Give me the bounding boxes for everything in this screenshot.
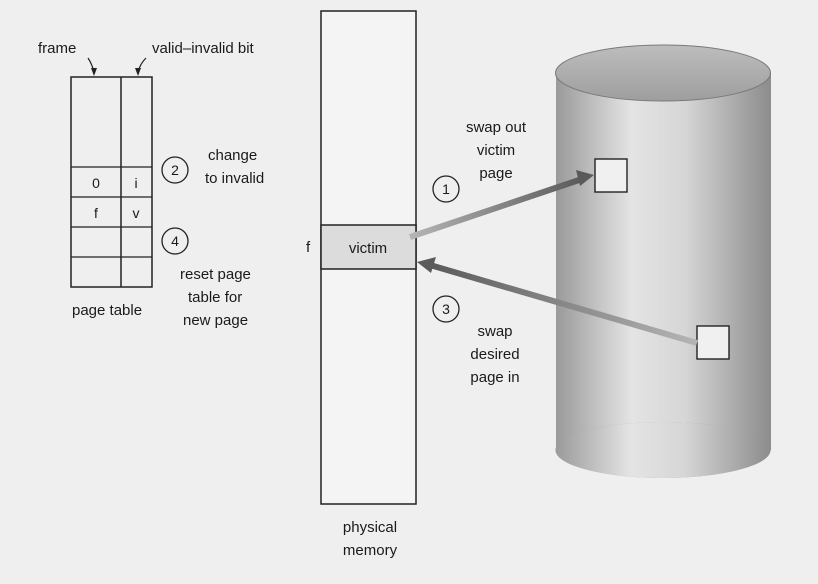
step-4-text: reset page <box>180 266 251 283</box>
frame-pointer-head <box>91 68 97 76</box>
step-3-circle <box>432 295 460 323</box>
step-3-text: desired <box>470 346 519 363</box>
swap-out-arrow-shaft <box>409 176 583 240</box>
swap-in-arrow <box>417 257 698 346</box>
physical-memory-label: physical <box>343 519 397 536</box>
swap-in-arrow-shaft <box>429 262 698 346</box>
swap-out-arrow-head <box>576 170 594 186</box>
step-4-circle <box>161 227 189 255</box>
step-2-text: to invalid <box>205 170 264 187</box>
physical-memory-label: memory <box>343 542 398 559</box>
backing-store-disk <box>555 44 771 478</box>
disk-desired-page-slot <box>696 325 730 360</box>
page-table-cell-frame: 0 <box>92 175 100 191</box>
disk-victim-page-slot <box>594 158 628 193</box>
disk-top <box>555 44 771 102</box>
step-1-text: swap out <box>466 119 527 136</box>
step-1-text: victim <box>477 142 515 159</box>
step-2-number: 2 <box>171 162 179 178</box>
step-4-text: table for <box>188 289 242 306</box>
swap-in-arrow-head <box>417 257 436 273</box>
page-table: 0 i f v <box>70 76 153 288</box>
valid-invalid-pointer-head <box>135 68 141 76</box>
step-1-circle <box>432 175 460 203</box>
physical-memory: victim <box>320 10 417 505</box>
step-3-text: page in <box>470 369 519 386</box>
step-3-text: swap <box>477 323 512 340</box>
disk-bottom-shade <box>555 422 771 478</box>
victim-frame <box>320 224 417 270</box>
step-1-number: 1 <box>442 181 450 197</box>
step-3-number: 3 <box>442 301 450 317</box>
frame-label: frame <box>38 40 76 57</box>
step-2-text: change <box>208 147 257 164</box>
swap-out-arrow <box>409 170 594 240</box>
step-4-text: new page <box>183 312 248 329</box>
step-2-circle <box>161 156 189 184</box>
page-table-cell-bit: v <box>133 205 140 221</box>
step-4-number: 4 <box>171 233 179 249</box>
disk-body <box>556 73 771 450</box>
frame-f-marker: f <box>306 239 311 256</box>
page-table-label: page table <box>72 302 142 319</box>
page-table-cell-bit: i <box>134 175 137 191</box>
page-table-outline <box>70 76 153 288</box>
valid-invalid-bit-label: valid–invalid bit <box>152 40 255 57</box>
victim-label: victim <box>349 240 387 257</box>
step-1-text: page <box>479 165 512 182</box>
page-table-cell-frame: f <box>94 205 98 221</box>
